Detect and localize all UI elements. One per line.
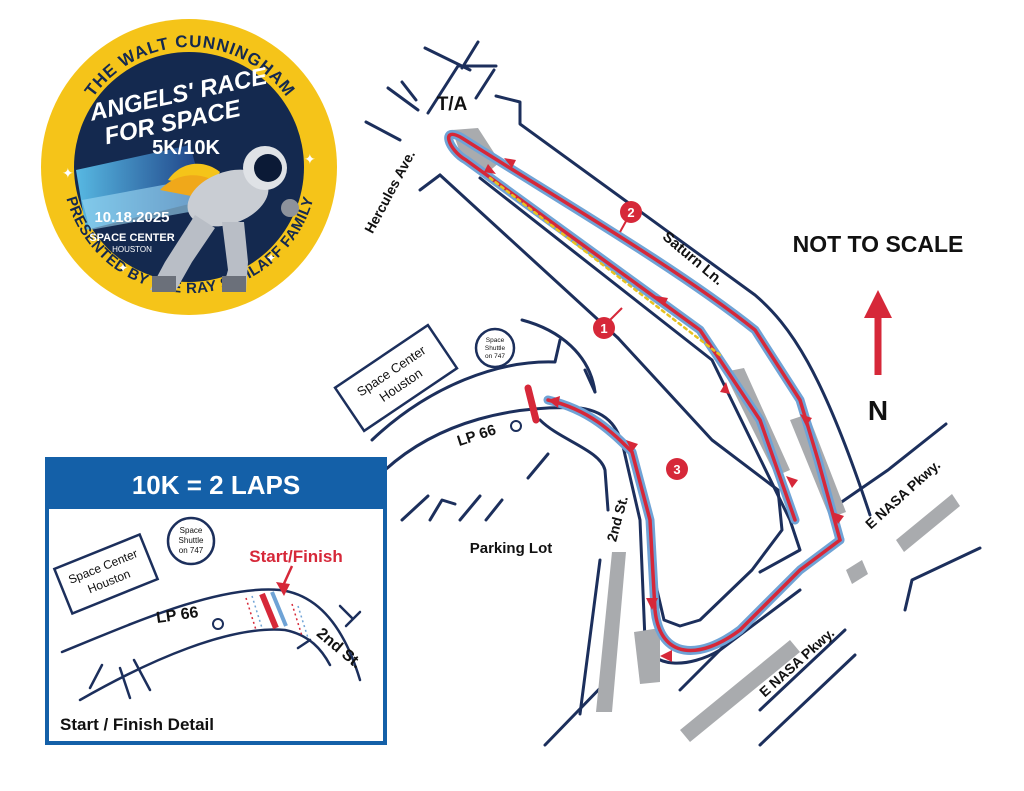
svg-text:1: 1 <box>600 321 607 336</box>
route-arrow-icon <box>484 158 844 662</box>
logo-star-icon: ✦ <box>266 251 276 265</box>
space-shuttle-marker: Space Shuttle on 747 <box>474 327 516 369</box>
turnaround-label: T/A <box>437 94 468 115</box>
space-center-box: Space Center Houston <box>333 323 459 433</box>
race-logo: THE WALT CUNNINGHAM PRESENTED BY THE RAY… <box>41 19 337 315</box>
route-red-loop <box>446 132 842 542</box>
mile-marker-3 <box>666 458 688 480</box>
inset-header-bar <box>47 459 385 509</box>
mile-marker-2 <box>620 201 642 223</box>
logo-distance: 5K/10K <box>152 137 220 159</box>
svg-text:on 747: on 747 <box>179 546 204 555</box>
inset-start-finish-label: Start/Finish <box>249 547 343 566</box>
start-finish-inset: 10K = 2 LAPS Start/Finish Space Center H… <box>45 457 387 745</box>
route-red-line <box>546 398 842 653</box>
svg-text:2: 2 <box>627 205 634 220</box>
inset-caption: Start / Finish Detail <box>60 715 214 734</box>
road-network <box>364 40 982 747</box>
svg-text:Space: Space <box>486 337 505 344</box>
not-to-scale-note: NOT TO SCALE <box>793 231 964 257</box>
astronaut-illustration <box>150 146 299 292</box>
inset-header: 10K = 2 LAPS <box>132 470 300 500</box>
svg-text:on 747: on 747 <box>485 353 505 360</box>
svg-text:Shuttle: Shuttle <box>179 536 204 545</box>
logo-venue-line1: SPACE CENTER <box>89 232 174 244</box>
svg-text:Space: Space <box>180 526 203 535</box>
mile-markers: 1 2 3 <box>593 201 688 480</box>
svg-text:3: 3 <box>673 462 680 477</box>
inset-shuttle-marker: Space Shuttle on 747 <box>166 516 216 566</box>
parking-lot-label: Parking Lot <box>470 540 553 557</box>
race-route <box>444 129 845 662</box>
logo-star-icon: ✦ <box>62 165 74 181</box>
street-hercules-ave: Hercules Ave. <box>361 147 418 235</box>
inset-start-line <box>259 592 279 630</box>
logo-star-icon: ✦ <box>304 151 316 167</box>
yellow-center-line <box>488 176 722 357</box>
roundabout-marker <box>510 420 522 432</box>
north-arrow-icon <box>864 290 892 375</box>
inset-lp66-label: LP 66 <box>155 604 199 627</box>
logo-venue-line2: HOUSTON <box>112 245 152 254</box>
north-label: N <box>868 395 888 426</box>
svg-text:Shuttle: Shuttle <box>485 345 506 352</box>
mile-marker-1 <box>593 317 615 339</box>
logo-star-icon: ✦ <box>118 261 128 275</box>
start-finish-line <box>524 384 540 424</box>
logo-date: 10.18.2025 <box>94 209 169 226</box>
